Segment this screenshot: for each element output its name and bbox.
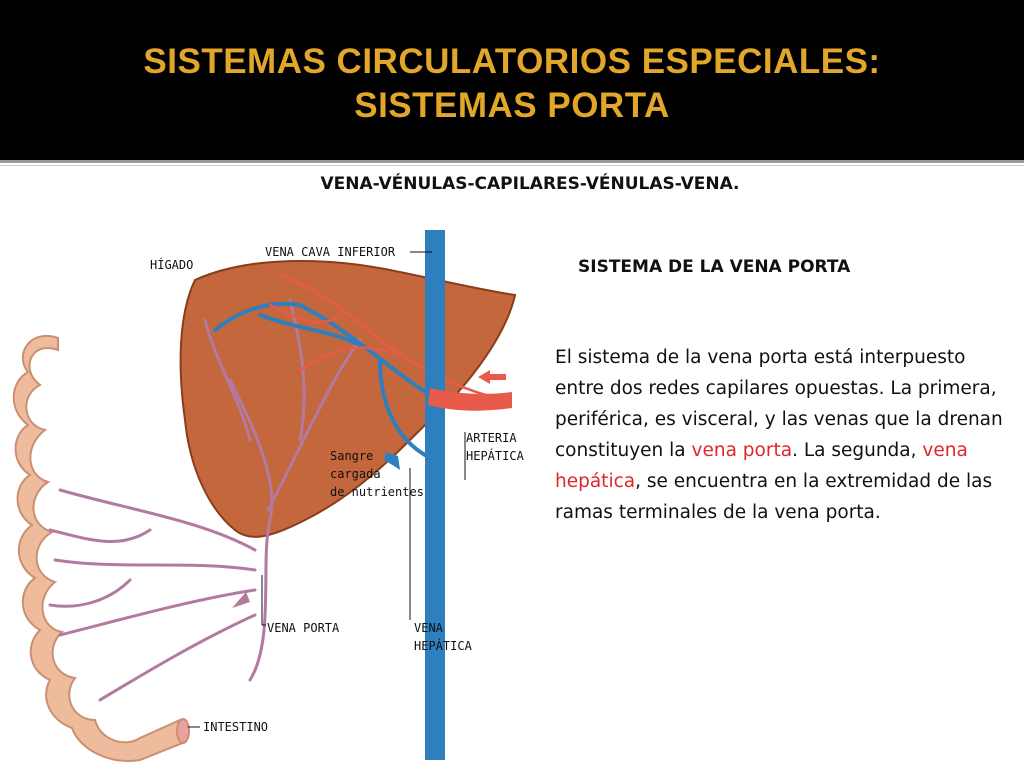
slide-title-line-1: SISTEMAS CIRCULATORIOS ESPECIALES: <box>143 42 881 81</box>
body-text-part-1: El sistema de la vena porta está interpu… <box>555 347 1003 461</box>
hepatic-artery-trunk <box>428 388 512 411</box>
portal-vein-branches <box>48 298 362 702</box>
label-hepatic-vein-line2: HEPÁTICA <box>414 638 473 653</box>
intestine-shape <box>12 335 190 762</box>
artery-arrow-icon <box>478 370 506 384</box>
section-heading: SISTEMA DE LA VENA PORTA <box>578 257 851 277</box>
label-portal-vein: VENA PORTA <box>267 621 340 635</box>
portal-system-illustration: HÍGADO VENA CAVA INFERIOR ARTERIA HEPÁTI… <box>12 230 525 762</box>
label-blood-line2: cargada <box>330 467 381 481</box>
divider-thin <box>0 165 1024 166</box>
leader-lines <box>188 251 466 728</box>
divider <box>0 160 1024 163</box>
title-bar: SISTEMAS CIRCULATORIOS ESPECIALES: SISTE… <box>0 0 1024 160</box>
label-liver: HÍGADO <box>150 257 193 272</box>
body-text-part-3: , se encuentra en la extremidad de las r… <box>555 471 993 523</box>
highlight-vena-porta: vena porta <box>691 440 793 461</box>
hepatic-artery-branches <box>268 273 507 402</box>
hepatic-vein-branches <box>213 301 432 457</box>
portal-arrow-icon <box>232 592 250 608</box>
body-paragraph: El sistema de la vena porta está interpu… <box>555 342 1020 528</box>
label-intestine: INTESTINO <box>203 720 268 734</box>
body-text-part-2: . La segunda, <box>792 440 923 461</box>
highlight-vena-hepatica: vena hepática <box>555 440 968 492</box>
label-ivc: VENA CAVA INFERIOR <box>265 245 396 259</box>
label-hepatic-vein-line1: VENA <box>414 621 444 635</box>
label-artery-line1: ARTERIA <box>466 431 517 445</box>
label-blood-line1: Sangre <box>330 449 373 463</box>
vessel-sequence: VENA-VÉNULAS-CAPILARES-VÉNULAS-VENA. <box>320 174 740 194</box>
label-artery-line2: HEPÁTICA <box>466 448 525 463</box>
blood-flow-arrow-icon <box>384 452 400 470</box>
slide-title-line-2: SISTEMAS PORTA <box>354 86 670 125</box>
label-blood-line3: de nutrientes <box>330 485 424 499</box>
vena-cava-inferior <box>425 230 445 760</box>
slide-title: SISTEMAS CIRCULATORIOS ESPECIALES: SISTE… <box>0 40 1024 128</box>
